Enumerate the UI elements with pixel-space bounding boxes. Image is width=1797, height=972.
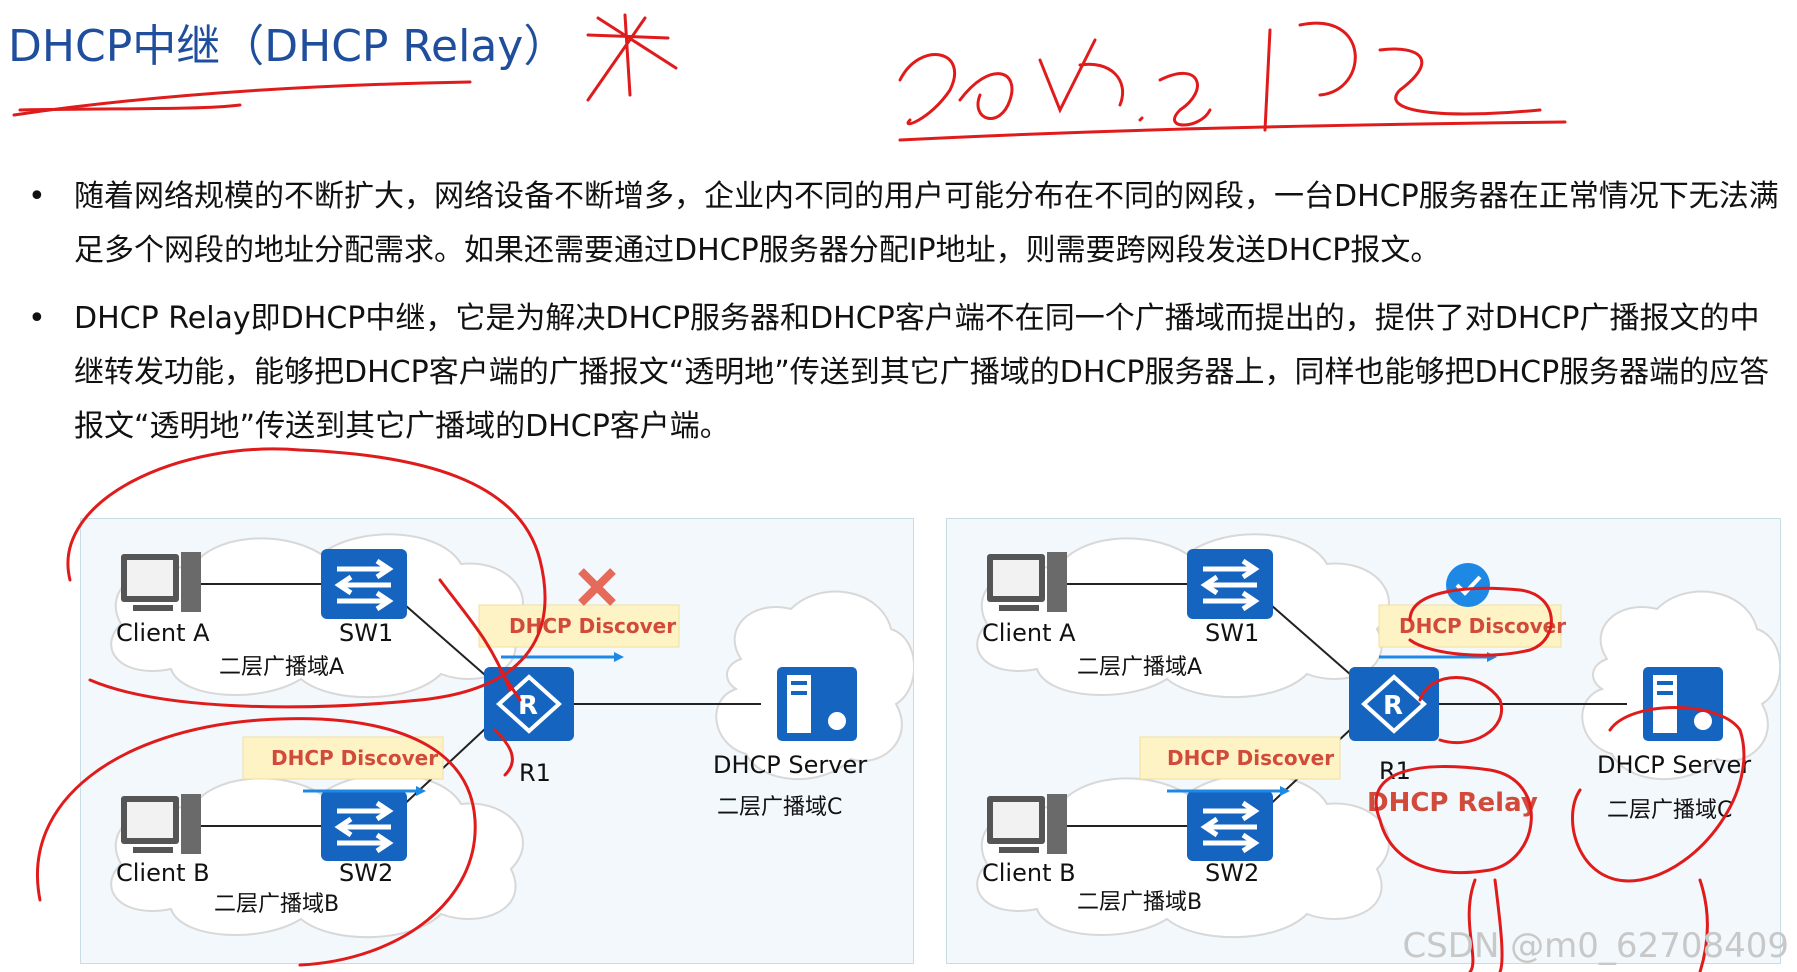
diagram-right-svg: Client A SW1 二层广播域A Client B SW2 二层广播域B [976, 533, 1780, 939]
message-bottom: DHCP Discover [271, 746, 438, 770]
client-b-icon [987, 794, 1067, 854]
blocked-x-icon [578, 568, 616, 606]
sw1-icon [321, 549, 407, 619]
domain-c-label: 二层广播域C [717, 795, 842, 820]
bullet-dot: • [28, 179, 46, 214]
bullet-list: • 随着网络规模的不断扩大，网络设备不断增多，企业内不同的用户可能分布在不同的网… [24, 170, 1789, 468]
router-icon: R [484, 667, 574, 741]
ink-date [898, 21, 1542, 132]
watermark: CSDN @m0_62708409 [1402, 926, 1789, 966]
message-box-bottom [1139, 736, 1341, 780]
bullet-text-1: 随着网络规模的不断扩大，网络设备不断增多，企业内不同的用户可能分布在不同的网段，… [74, 179, 1779, 268]
client-a-icon [987, 552, 1067, 612]
sw1-label: SW1 [1205, 619, 1259, 647]
client-a-label: Client A [116, 619, 210, 647]
diagram-with-relay: Client A SW1 二层广播域A Client B SW2 二层广播域B [946, 518, 1781, 964]
bullet-dot: • [28, 301, 46, 336]
sw2-label: SW2 [339, 859, 393, 887]
bullet-item-1: • 随着网络规模的不断扩大，网络设备不断增多，企业内不同的用户可能分布在不同的网… [24, 170, 1789, 278]
svg-text:R: R [518, 691, 538, 721]
message-bottom: DHCP Discover [1167, 746, 1334, 770]
arrow-bottom-head [1280, 786, 1290, 796]
sw2-label: SW2 [1205, 859, 1259, 887]
diagram-left-svg: Client A SW1 二层广播域A Client B SW2 二层广播域B [110, 533, 913, 939]
sw1-label: SW1 [339, 619, 393, 647]
page-title: DHCP中继（DHCP Relay） [8, 21, 568, 72]
router-icon: R [1349, 667, 1439, 741]
domain-a-label: 二层广播域A [1077, 655, 1202, 680]
server-label: DHCP Server [713, 751, 867, 779]
bullet-item-2: • DHCP Relay即DHCP中继，它是为解决DHCP服务器和DHCP客户端… [24, 292, 1789, 454]
diagram-without-relay: Client A SW1 二层广播域A Client B SW2 二层广播域B [80, 518, 914, 964]
server-label: DHCP Server [1597, 751, 1751, 779]
router-label: R1 [519, 759, 551, 787]
sw1-icon [1187, 549, 1273, 619]
client-a-label: Client A [982, 619, 1076, 647]
server-icon [777, 667, 857, 741]
client-b-label: Client B [116, 859, 210, 887]
ink-title-underline-2 [18, 103, 242, 112]
domain-a-label: 二层广播域A [219, 655, 344, 680]
cloud-domain-a [976, 533, 1390, 699]
sw2-icon [1187, 791, 1273, 861]
bullet-text-2: DHCP Relay即DHCP中继，它是为解决DHCP服务器和DHCP客户端不在… [74, 301, 1770, 444]
svg-text:R: R [1383, 691, 1403, 721]
ink-title-underline [12, 80, 472, 117]
sw2-icon [321, 791, 407, 861]
message-top: DHCP Discover [1399, 614, 1566, 638]
check-icon [1446, 563, 1490, 607]
relay-label: DHCP Relay [1367, 788, 1538, 818]
router-label: R1 [1379, 757, 1411, 785]
domain-b-label: 二层广播域B [214, 892, 339, 917]
ink-star [586, 13, 678, 102]
domain-b-label: 二层广播域B [1077, 890, 1202, 915]
arrow-top-head [1487, 652, 1497, 662]
ink-date-underline [898, 120, 1567, 142]
server-icon [1643, 667, 1723, 741]
client-b-label: Client B [982, 859, 1076, 887]
message-top: DHCP Discover [509, 614, 676, 638]
domain-c-label: 二层广播域C [1607, 798, 1732, 823]
arrow-top-head [614, 652, 624, 662]
